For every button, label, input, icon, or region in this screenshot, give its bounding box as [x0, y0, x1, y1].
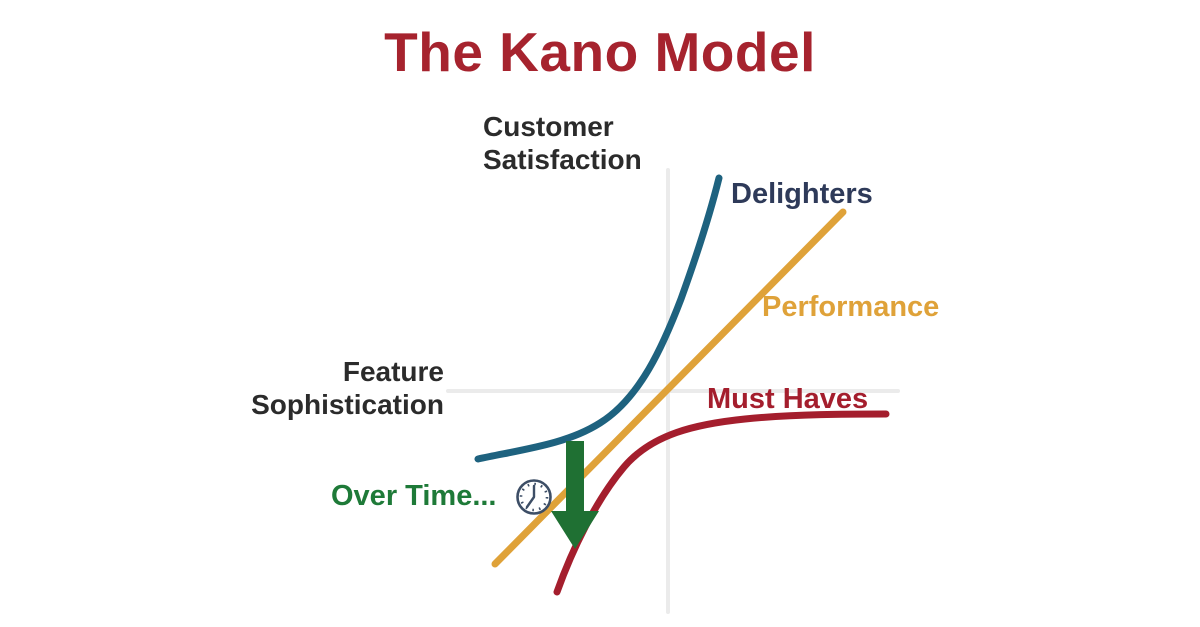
delighters-curve — [474, 174, 723, 463]
must-haves-curve — [553, 410, 890, 596]
performance-curve-label: Performance — [762, 291, 940, 323]
performance-line — [491, 208, 847, 568]
clock-ticks — [519, 482, 549, 512]
clock-icon — [516, 479, 552, 515]
over-time-down-arrow — [551, 441, 599, 549]
x-axis-label-line1: Feature — [342, 356, 444, 387]
page-title: The Kano Model — [384, 21, 816, 83]
x-axis-label: Feature Sophistication — [168, 355, 444, 421]
x-axis-label-line2: Sophistication — [251, 389, 444, 421]
clock-hands — [525, 484, 536, 509]
y-axis-label-line2: Satisfaction — [483, 144, 642, 176]
over-time-annotation-label: Over Time... — [331, 480, 497, 512]
delighters-curve-label: Delighters — [731, 178, 873, 210]
y-axis-label: Customer Satisfaction — [483, 110, 642, 176]
must-haves-curve-label: Must Haves — [707, 383, 869, 415]
y-axis-label-line1: Customer — [483, 111, 614, 142]
